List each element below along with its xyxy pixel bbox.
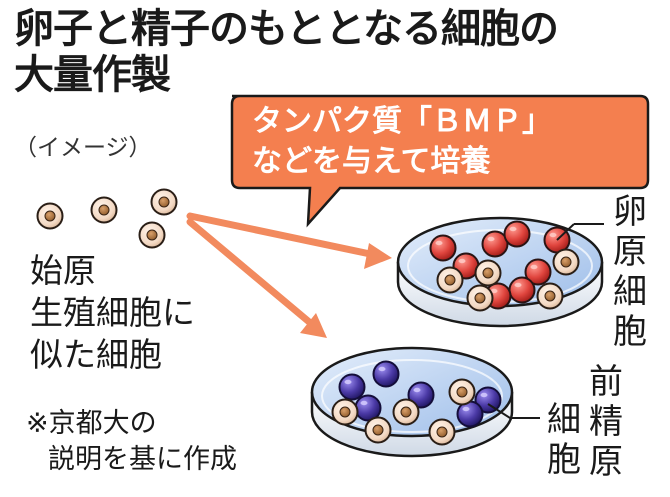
oogonia-dish — [396, 216, 604, 328]
start-cells-label-line-1: 始原 — [30, 251, 96, 290]
start-cells-label: 始原 生殖細胞に 似た細胞 — [30, 250, 195, 376]
callout-bubble — [230, 94, 650, 228]
callout-line-2: などを与えて培養 — [252, 144, 491, 179]
arrow-to-prospermatogonia-dish — [186, 218, 327, 338]
prospermatogonia-label-col-1: 前精原 — [589, 362, 623, 482]
title-line-1: 卵子と精子のもととなる細胞の — [14, 6, 559, 52]
callout-line-1: タンパク質「ＢＭＰ」 — [252, 104, 552, 139]
source-note: ※京都大の 説明を基に作成 — [26, 406, 237, 478]
arrow-to-oogonia-dish — [186, 212, 392, 269]
figure-title: 卵子と精子のもととなる細胞の 大量作製 — [14, 6, 559, 98]
start-cells-label-line-2: 生殖細胞に — [30, 293, 195, 332]
source-note-line-2: 説明を基に作成 — [48, 444, 237, 475]
prospermatogonia-label-col-2: 細胞 — [547, 400, 581, 480]
subtitle: （イメージ） — [14, 135, 152, 161]
source-note-line-1: ※京都大の — [26, 408, 157, 439]
prospermatogonia-dish — [310, 346, 540, 458]
title-line-2: 大量作製 — [14, 52, 171, 98]
oogonia-label: 卵原細胞 — [613, 192, 647, 352]
start-cells-label-line-3: 似た細胞 — [30, 335, 162, 374]
primordial-germ-like-cells — [36, 188, 178, 249]
